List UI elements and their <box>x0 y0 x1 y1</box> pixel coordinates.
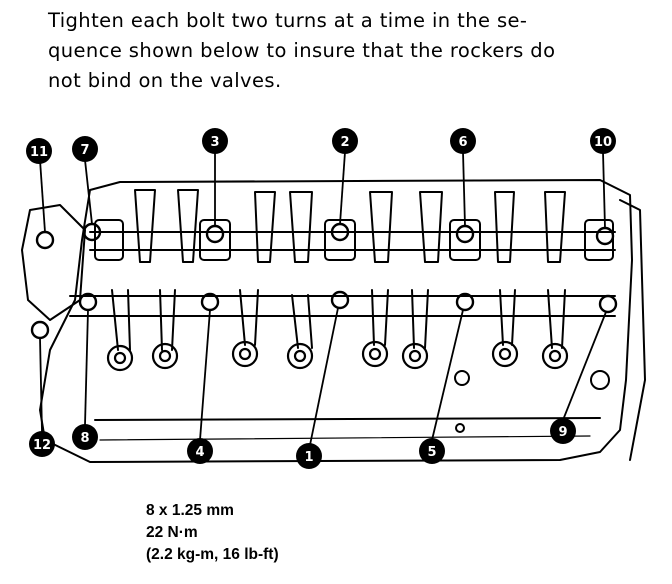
cam-bearing-caps <box>94 219 614 261</box>
callout-8-label: 8 <box>80 431 89 446</box>
callout-8: 8 <box>72 424 98 450</box>
callout-3: 3 <box>202 128 228 154</box>
bolt-5 <box>455 292 475 312</box>
callout-6-label: 6 <box>458 135 467 150</box>
bolt-spec-torque-nm: 22 N·m <box>146 524 198 541</box>
valve-row <box>106 340 569 372</box>
callout-2-label: 2 <box>340 135 349 150</box>
callout-10: 10 <box>590 128 616 154</box>
callout-10-label: 10 <box>594 135 612 150</box>
callout-9: 9 <box>550 418 576 444</box>
callout-11: 11 <box>26 138 52 164</box>
instruction-line-1: Tighten each bolt two turns at a time in… <box>48 9 528 32</box>
cylinder-head-outline <box>39 179 633 463</box>
bolt-9 <box>598 294 618 314</box>
instruction-line-3: not bind on the valves. <box>48 69 282 92</box>
bolt-12 <box>30 320 50 340</box>
bolt-10 <box>595 226 615 246</box>
callout-9-label: 9 <box>558 425 567 440</box>
callout-4-label: 4 <box>195 445 204 460</box>
callout-7: 7 <box>72 136 98 162</box>
bolt-3 <box>205 224 225 244</box>
callout-leaders <box>39 151 607 446</box>
instruction-text: Tighten each bolt two turns at a time in… <box>48 6 658 96</box>
callout-5: 5 <box>419 438 445 464</box>
bolt-spec-size: 8 x 1.25 mm <box>146 502 234 519</box>
head-right-casting <box>619 199 646 461</box>
lower-rocker-arms <box>111 289 566 351</box>
callout-1-label: 1 <box>304 450 313 465</box>
bolt-1 <box>330 290 350 310</box>
upper-rocker-arms <box>134 189 566 263</box>
callout-7-label: 7 <box>80 143 89 158</box>
bolt-spec: 8 x 1.25 mm 22 N·m (2.2 kg-m, 16 lb-ft) <box>146 500 279 566</box>
callout-5-label: 5 <box>427 445 436 460</box>
head-left-casting <box>21 204 86 321</box>
callout-3-label: 3 <box>210 135 219 150</box>
rocker-shaft-lower <box>69 295 616 317</box>
callout-6: 6 <box>450 128 476 154</box>
callout-4: 4 <box>187 438 213 464</box>
callout-12-label: 12 <box>33 438 51 453</box>
bolt-11 <box>35 230 55 250</box>
rocker-shaft-upper <box>89 231 616 251</box>
bolt-spec-torque-imperial: (2.2 kg-m, 16 lb-ft) <box>146 546 279 563</box>
head-gasket-line <box>94 417 601 421</box>
callout-badges: 11 7 3 2 6 10 12 8 <box>26 128 616 469</box>
instruction-line-2: quence shown below to insure that the ro… <box>48 39 556 62</box>
callout-11-label: 11 <box>30 145 48 160</box>
callout-1: 1 <box>296 443 322 469</box>
bolt-6 <box>455 224 475 244</box>
callout-2: 2 <box>332 128 358 154</box>
callout-12: 12 <box>29 431 55 457</box>
